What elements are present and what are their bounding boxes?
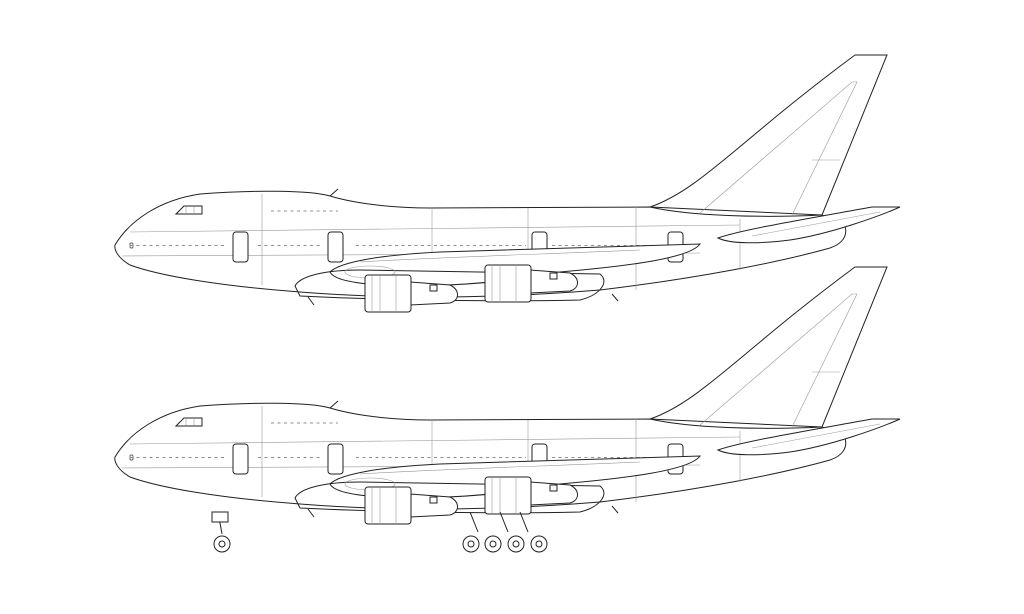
aircraft-gear-up-view <box>114 54 901 313</box>
aircraft-gear-down-view <box>114 266 901 553</box>
